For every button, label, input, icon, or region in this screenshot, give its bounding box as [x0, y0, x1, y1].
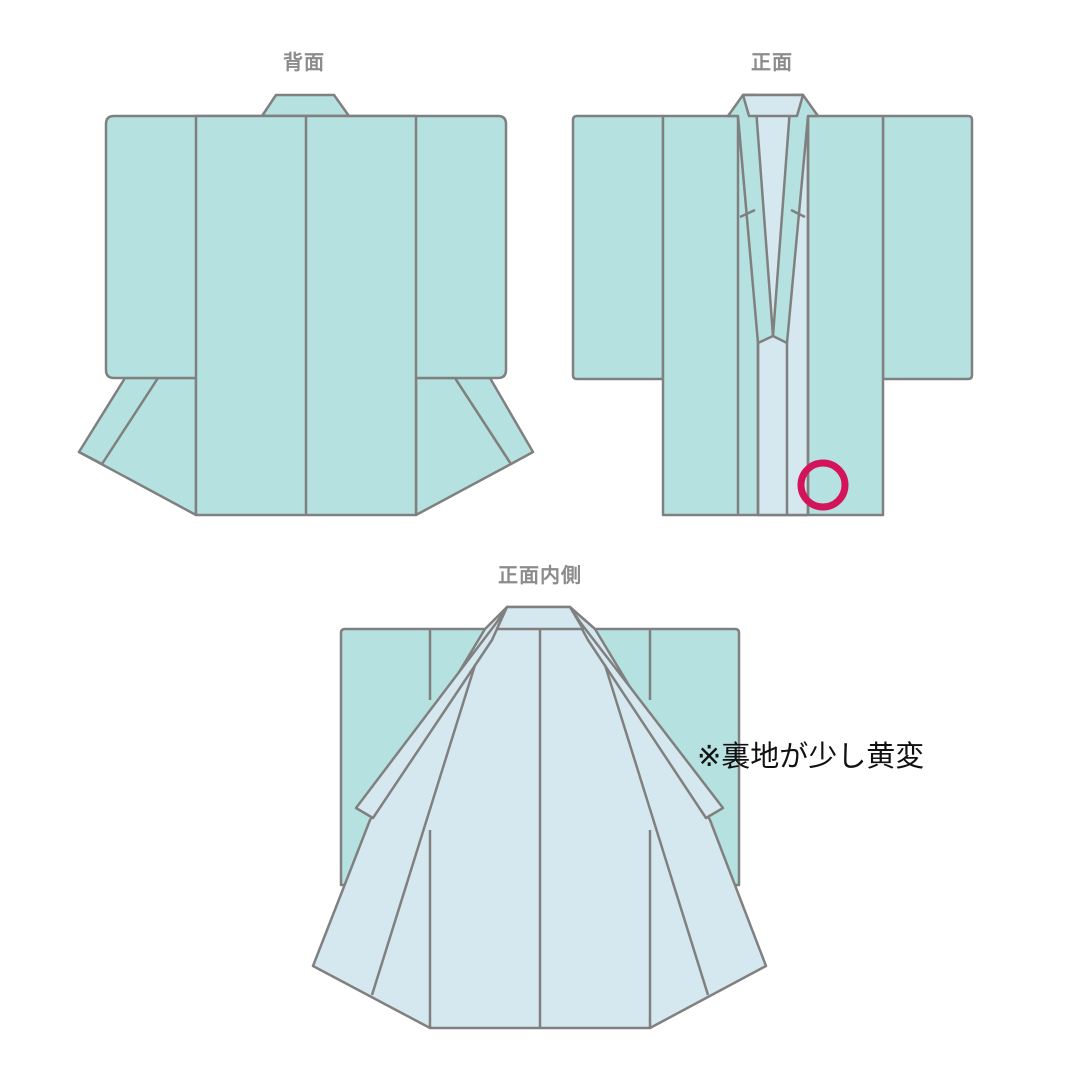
front-view: [571, 93, 974, 517]
inside-view-label: 正面内側: [498, 563, 582, 587]
front-left-sleeve: [571, 114, 665, 381]
inside-view: [311, 605, 768, 1030]
inside-collar-left: [354, 605, 509, 820]
front-collar-top: [741, 93, 805, 118]
defect-marker-circle: [797, 459, 849, 511]
back-view-label: 背面: [283, 50, 325, 74]
front-view-label: 正面: [751, 50, 793, 74]
back-view: [77, 93, 535, 517]
back-collar: [260, 93, 351, 118]
front-right-sleeve: [881, 114, 974, 381]
lining-yellowing-note: ※裏地が少し黄変: [697, 739, 925, 773]
inside-collar-top: [495, 605, 585, 631]
